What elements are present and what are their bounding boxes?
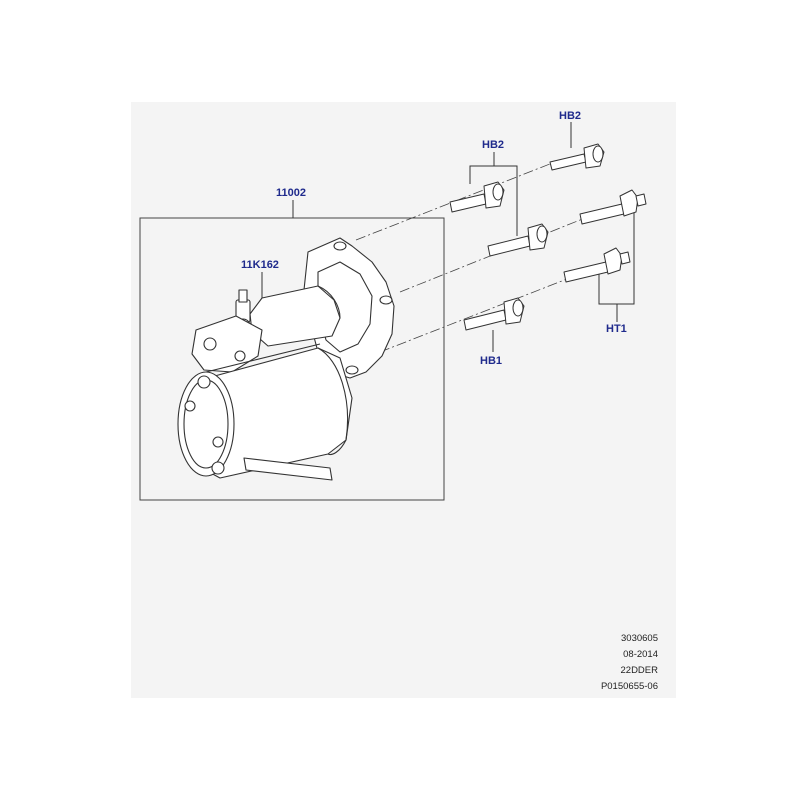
callout-ht1: HT1 <box>606 323 627 335</box>
bolt-hb2-top <box>549 143 605 171</box>
stud-ht1-lower <box>563 247 631 283</box>
starter-motor <box>177 237 395 481</box>
callout-hb2-top: HB2 <box>559 110 582 122</box>
callout-part-11002: 11002 <box>276 187 306 199</box>
callout-hb1: HB1 <box>480 355 503 367</box>
ref-code: 3030605 <box>621 633 658 644</box>
bolt-hb2-lower <box>487 223 549 257</box>
leader-lines <box>261 122 635 352</box>
bolt-hb2-upper <box>449 181 505 213</box>
model-code: 22DDER <box>620 665 659 676</box>
callout-hb2-mid: HB2 <box>482 139 505 151</box>
callout-part-11k162: 11K162 <box>241 259 279 271</box>
date-code: 08-2014 <box>623 649 658 660</box>
image-code: P0150655-06 <box>600 681 658 692</box>
assembly-frame <box>139 217 445 501</box>
bolt-hb1 <box>463 297 525 331</box>
stud-ht1-upper <box>579 189 647 225</box>
bolts <box>449 143 647 331</box>
